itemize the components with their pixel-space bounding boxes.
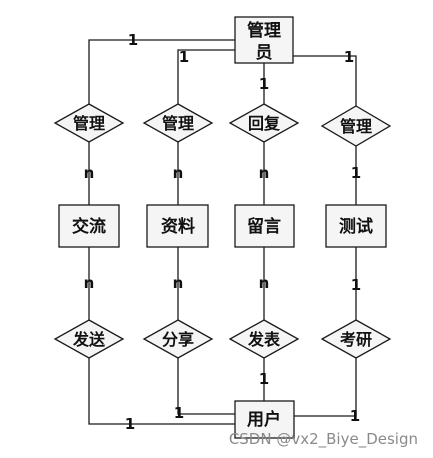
- relation-user-message-label: 发表: [247, 330, 281, 349]
- relation-admin-test: 管理: [320, 105, 392, 147]
- card-user-exchange-one: 1: [125, 415, 135, 433]
- entity-admin-label-line2: 员: [256, 43, 273, 63]
- entity-test-label: 测试: [339, 216, 373, 237]
- entity-material-label: 资料: [161, 216, 195, 237]
- entity-exchange-label: 交流: [72, 216, 106, 237]
- entity-exchange: 交流: [58, 204, 120, 248]
- card-user-message-one: 1: [259, 370, 269, 388]
- card-message-top-n: n: [259, 164, 270, 182]
- cardinalities: 1 1 1 1 n n n 1 n n n 1 1 1 1 1: [84, 31, 362, 433]
- connections: [88, 39, 357, 425]
- relation-user-exchange-label: 发送: [72, 330, 106, 349]
- entity-test-box: [325, 204, 387, 248]
- connector-exam-user: [294, 358, 357, 417]
- relation-user-exchange: 发送: [53, 319, 125, 359]
- relation-admin-test-label: 管理: [340, 117, 372, 136]
- relation-user-material-label: 分享: [162, 330, 194, 349]
- entity-message-label: 留言: [247, 216, 281, 237]
- relation-admin-test-diamond: [320, 105, 392, 147]
- relation-admin-material: 管理: [142, 103, 214, 143]
- card-user-test-one: 1: [350, 407, 360, 425]
- entity-message: 留言: [234, 204, 295, 248]
- relation-user-test: 考研: [320, 319, 392, 359]
- entity-admin-label-line1: 管理: [247, 20, 281, 41]
- connector-admin-manage-material: [177, 49, 235, 104]
- relation-admin-material-diamond: [142, 103, 214, 143]
- connector-share-user: [177, 358, 235, 415]
- card-test-top-one: 1: [351, 164, 361, 182]
- relation-user-message-diamond: [228, 319, 300, 359]
- connector-send-user: [88, 358, 235, 425]
- relation-admin-exchange-diamond: [53, 103, 125, 143]
- card-exchange-bottom-n: n: [84, 274, 95, 292]
- entity-exchange-box: [58, 204, 120, 248]
- card-exchange-top-n: n: [84, 164, 95, 182]
- card-user-material-one: 1: [174, 404, 184, 422]
- entity-user-label: 用户: [247, 409, 281, 430]
- relation-admin-reply: 回复: [228, 103, 300, 143]
- card-test-bottom-one: 1: [351, 276, 361, 294]
- card-admin-material-one: 1: [179, 48, 189, 66]
- entity-material-box: [146, 204, 209, 248]
- watermark: CSDN @vx2_Biye_Design: [229, 430, 418, 449]
- entity-user-box: [234, 400, 295, 439]
- relation-user-material: 分享: [142, 319, 214, 359]
- card-admin-exchange-one: 1: [128, 31, 138, 49]
- card-admin-reply-one: 1: [259, 75, 269, 93]
- card-admin-test-one: 1: [344, 48, 354, 66]
- entity-user: 用户: [234, 400, 295, 439]
- card-material-bottom-n: n: [173, 274, 184, 292]
- relation-admin-reply-diamond: [228, 103, 300, 143]
- connector-admin-manage-test: [293, 55, 357, 106]
- relation-user-test-label: 考研: [340, 330, 372, 349]
- connector-admin-manage-exchange: [88, 39, 235, 104]
- relation-user-test-diamond: [320, 319, 392, 359]
- relation-admin-exchange-label: 管理: [73, 114, 105, 133]
- relation-user-material-diamond: [142, 319, 214, 359]
- relation-user-exchange-diamond: [53, 319, 125, 359]
- entity-admin: 管理 员: [234, 16, 294, 64]
- card-message-bottom-n: n: [259, 274, 270, 292]
- relation-admin-material-label: 管理: [162, 114, 194, 133]
- entity-test: 测试: [325, 204, 387, 248]
- card-material-top-n: n: [173, 164, 184, 182]
- relation-admin-exchange: 管理: [53, 103, 125, 143]
- relation-user-message: 发表: [228, 319, 300, 359]
- entity-message-box: [234, 204, 295, 248]
- entity-material: 资料: [146, 204, 209, 248]
- relation-admin-reply-label: 回复: [248, 114, 281, 133]
- entity-admin-box: [234, 16, 294, 64]
